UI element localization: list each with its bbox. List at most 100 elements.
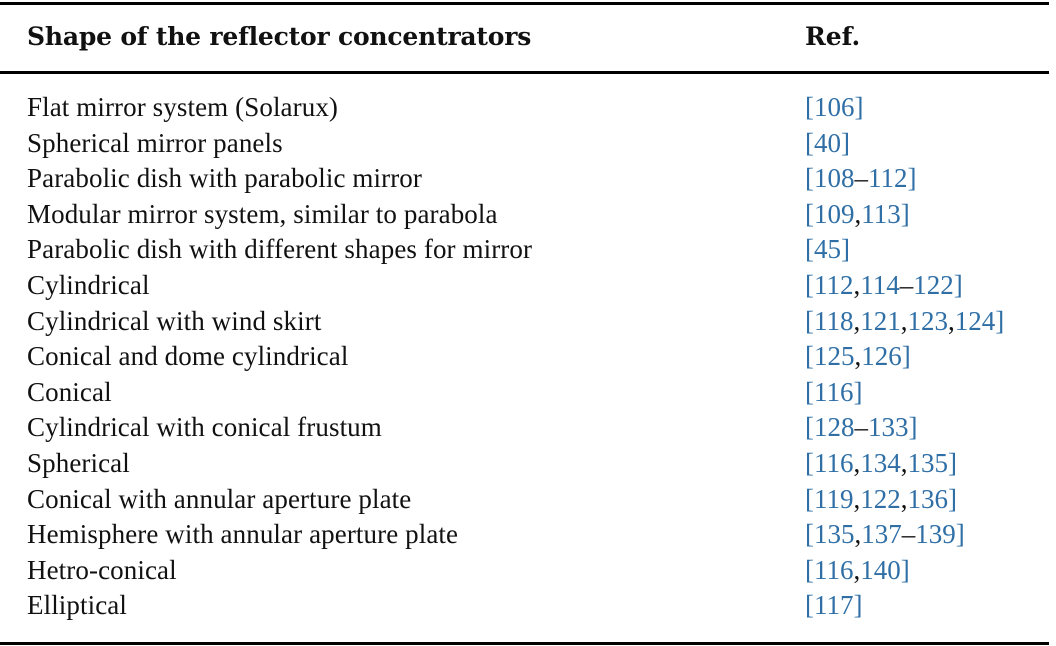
ref-cell: [40] [805, 126, 850, 162]
reference-link[interactable]: 122 [913, 269, 954, 300]
reference-link[interactable]: ] [854, 92, 864, 122]
reference-link[interactable]: 139 [915, 519, 956, 550]
ref-cell: [135,137–139] [805, 517, 965, 553]
reference-link[interactable]: [ [805, 92, 814, 122]
ref-cell: [108–112] [805, 161, 917, 197]
reference-link[interactable]: ] [908, 412, 918, 443]
reference-link[interactable]: ] [953, 269, 963, 300]
reference-link[interactable]: [ [805, 234, 814, 265]
reference-link[interactable]: [ [805, 590, 814, 621]
reference-link[interactable]: ] [853, 590, 863, 621]
reference-link[interactable]: 134 [860, 447, 901, 478]
reference-link[interactable]: ] [995, 305, 1005, 336]
reference-separator: , [853, 269, 861, 300]
reference-link[interactable]: 117 [814, 590, 854, 621]
reference-separator: , [853, 305, 861, 336]
reference-separator: , [853, 483, 861, 514]
shape-cell: Modular mirror system, similar to parabo… [27, 198, 498, 229]
table-row: Cylindrical [112,114–122] [0, 268, 1049, 304]
reference-link[interactable]: 112 [814, 269, 854, 300]
reference-separator: – [854, 412, 869, 443]
reference-link[interactable]: 118 [814, 305, 854, 336]
reference-link[interactable]: 121 [860, 305, 901, 336]
reference-link[interactable]: 137 [861, 519, 902, 550]
reference-link[interactable]: 122 [860, 483, 901, 514]
reference-link[interactable]: [ [805, 483, 814, 514]
reference-link[interactable]: [ [805, 341, 814, 372]
reference-link[interactable]: 45 [814, 234, 841, 265]
shape-cell: Parabolic dish with parabolic mirror [27, 163, 422, 194]
shape-cell: Spherical [27, 447, 130, 478]
table-row: Flat mirror system (Solarux) [106] [0, 90, 1049, 126]
reference-separator: , [854, 519, 862, 550]
reference-link[interactable]: 113 [861, 198, 901, 229]
reference-link[interactable]: ] [901, 341, 911, 372]
reference-link[interactable]: 123 [907, 305, 949, 336]
reference-link[interactable]: [ [805, 554, 814, 585]
reference-link[interactable]: 116 [814, 447, 854, 478]
table-row: Conical with annular aperture plate[119,… [0, 482, 1049, 518]
table-body: Flat mirror system (Solarux)[106]Spheric… [0, 90, 1049, 624]
reference-link[interactable]: 128 [814, 412, 855, 443]
reference-link[interactable]: 126 [861, 341, 902, 372]
reference-link[interactable]: ] [841, 127, 850, 158]
reference-link[interactable]: [ [805, 198, 814, 229]
reference-link[interactable]: ] [900, 554, 910, 585]
reference-separator: – [901, 519, 916, 550]
reference-link[interactable]: 116 [814, 376, 854, 407]
table-row: Hemisphere with annular aperture plate[1… [0, 517, 1049, 553]
reference-link[interactable]: ] [900, 198, 910, 229]
reference-link[interactable]: [ [805, 412, 814, 443]
table-row: Spherical mirror panels[40] [0, 126, 1049, 162]
reference-link[interactable]: 119 [814, 483, 854, 514]
ref-cell: [128–133] [805, 410, 918, 446]
reference-separator: , [900, 305, 908, 336]
reference-separator: , [948, 305, 955, 336]
shape-cell: Cylindrical [27, 269, 150, 300]
reference-link[interactable]: 125 [814, 341, 855, 372]
ref-cell: [106] [805, 90, 864, 126]
header-rule [0, 71, 1049, 74]
table-row: Cylindrical with conical frustum[128–133… [0, 410, 1049, 446]
table-row: Elliptical[117] [0, 588, 1049, 624]
table-row: Parabolic dish with parabolic mirror [108… [0, 161, 1049, 197]
reference-separator: – [899, 269, 914, 300]
reference-link[interactable]: [ [805, 127, 814, 158]
table-row: Cylindrical with wind skirt[118,121,123,… [0, 304, 1049, 340]
table-row: Conical[116] [0, 375, 1049, 411]
reference-link[interactable]: ] [907, 163, 917, 194]
table-row: Spherical[116,134,135] [0, 446, 1049, 482]
table-row: Hetro-conical[116,140] [0, 553, 1049, 589]
shape-cell: Flat mirror system (Solarux) [27, 92, 339, 122]
bottom-rule [0, 642, 1049, 645]
reference-link[interactable]: 133 [868, 412, 909, 443]
reference-link[interactable]: 112 [868, 163, 908, 194]
reference-link[interactable]: 136 [907, 483, 949, 514]
header-ref: Ref. [805, 22, 861, 51]
reference-link[interactable]: 116 [814, 554, 854, 585]
reference-link[interactable]: 124 [954, 305, 996, 336]
reference-link[interactable]: 40 [814, 127, 841, 158]
reference-link[interactable]: ] [948, 483, 957, 514]
reference-link[interactable]: 108 [814, 163, 855, 194]
ref-cell: [118,121,123,124] [805, 304, 1004, 340]
reference-link[interactable]: 135 [907, 447, 949, 478]
reference-link[interactable]: 135 [814, 519, 855, 550]
reference-link[interactable]: 114 [860, 269, 900, 300]
header-shape: Shape of the reflector concentrators [27, 22, 532, 51]
reference-link[interactable]: 140 [860, 554, 901, 585]
reference-link[interactable]: ] [955, 519, 965, 550]
reference-link[interactable]: 109 [814, 198, 855, 229]
ref-cell: [116] [805, 375, 863, 411]
reference-link[interactable]: ] [841, 234, 850, 265]
reference-link[interactable]: ] [853, 376, 863, 407]
reference-link[interactable]: 106 [814, 92, 855, 122]
shape-cell: Cylindrical with wind skirt [27, 305, 322, 336]
reference-link[interactable]: [ [805, 447, 814, 478]
reference-link[interactable]: [ [805, 305, 814, 336]
reference-link[interactable]: [ [805, 519, 814, 550]
reference-link[interactable]: [ [805, 269, 814, 300]
reference-link[interactable]: ] [948, 447, 957, 478]
reference-link[interactable]: [ [805, 376, 814, 407]
reference-link[interactable]: [ [805, 163, 814, 194]
